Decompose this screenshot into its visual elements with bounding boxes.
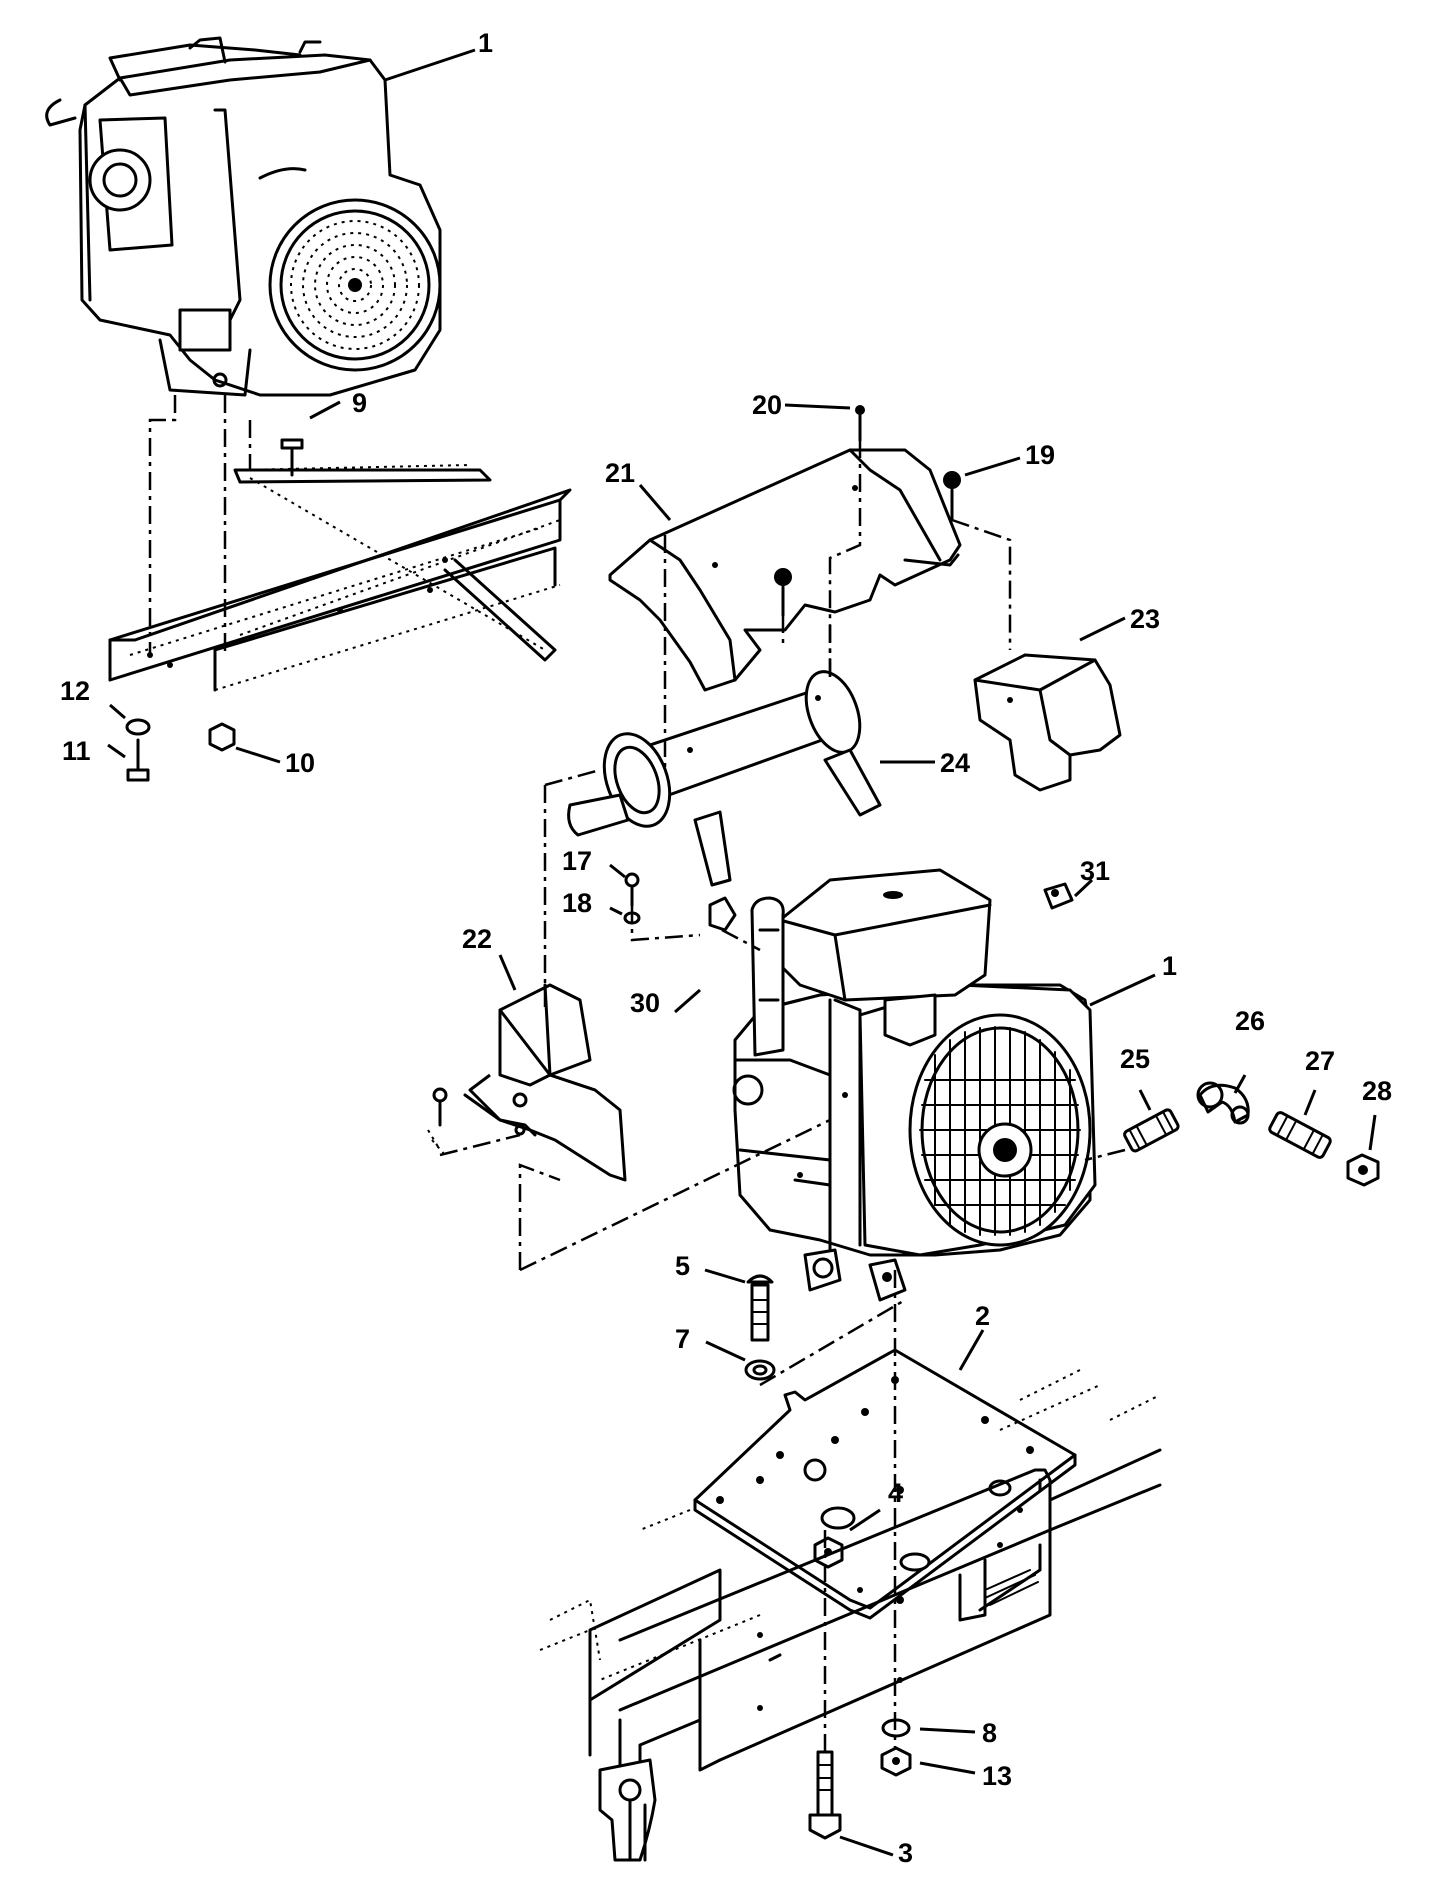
callout-11: 11 [62,736,91,766]
oil-drain-fittings [1123,1081,1380,1187]
callout-10: 10 [285,748,315,778]
callout-24: 24 [940,748,970,778]
callout-7: 7 [675,1324,690,1354]
callout-26: 26 [1235,1006,1265,1036]
callout-18: 18 [562,888,592,918]
engine-top-left [45,36,442,397]
alignment-lines [439,440,1126,1752]
callout-3: 3 [898,1838,913,1868]
callout-27: 27 [1305,1046,1335,1076]
callout-21: 21 [605,458,635,488]
callout-30: 30 [630,988,660,1018]
callout-2: 2 [975,1301,990,1331]
callout-31: 31 [1080,856,1110,886]
callout-1-main: 1 [1162,951,1177,981]
callout-25: 25 [1120,1044,1150,1074]
callout-22: 22 [462,924,492,954]
callout-5: 5 [675,1251,690,1281]
left-frame-rails [108,464,572,692]
cover-right [973,653,1122,792]
callout-17: 17 [562,846,592,876]
callout-28: 28 [1362,1076,1392,1106]
callout-12: 12 [60,676,90,706]
screw-side-shield [427,1087,448,1156]
callout-19: 19 [1025,440,1055,470]
callout-9: 9 [352,388,367,418]
screws-heat-shield [774,405,961,617]
callout-8: 8 [982,1718,997,1748]
muffler [567,670,882,887]
callout-labels: 1 9 10 11 12 20 19 21 23 24 17 18 31 22 … [60,28,1392,1868]
leader-lines [107,48,1377,1857]
callout-4: 4 [888,1478,903,1508]
left-hardware [125,395,304,782]
callout-13: 13 [982,1761,1012,1791]
callout-23: 23 [1130,604,1160,634]
small-hardware-muffler [623,872,1074,932]
bottom-frame [539,1369,1162,1862]
side-shield [463,983,627,1182]
mounting-plate [693,1348,1077,1620]
callout-1-top: 1 [478,28,493,58]
callout-20: 20 [752,390,782,420]
engine-main [732,868,1097,1302]
